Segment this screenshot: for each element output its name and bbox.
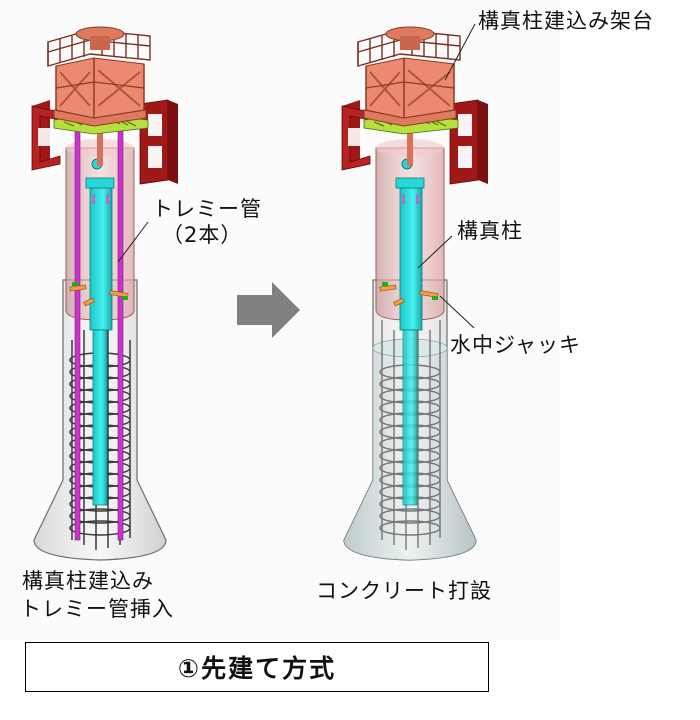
callout-column: 構真柱 (457, 219, 523, 243)
method-title-box: ①先建て方式 (25, 642, 489, 692)
callout-tremie-count: （2本） (162, 223, 243, 247)
callout-tremie-pipe: トレミー管 (152, 197, 262, 221)
right-arrow-icon (237, 282, 300, 338)
step1-caption-line2: トレミー管挿入 (20, 597, 174, 621)
callout-erection-frame: 構真柱建込み架台 (478, 9, 654, 33)
leader-lines (117, 23, 476, 329)
step2-caption: コンクリート打設 (316, 579, 492, 603)
right-assembly (341, 26, 489, 561)
left-assembly (31, 26, 179, 561)
method-title: ①先建て方式 (177, 654, 337, 683)
step1-caption-line1: 構真柱建込み (22, 569, 154, 593)
callout-underwater-jack: 水中ジャッキ (450, 333, 581, 357)
